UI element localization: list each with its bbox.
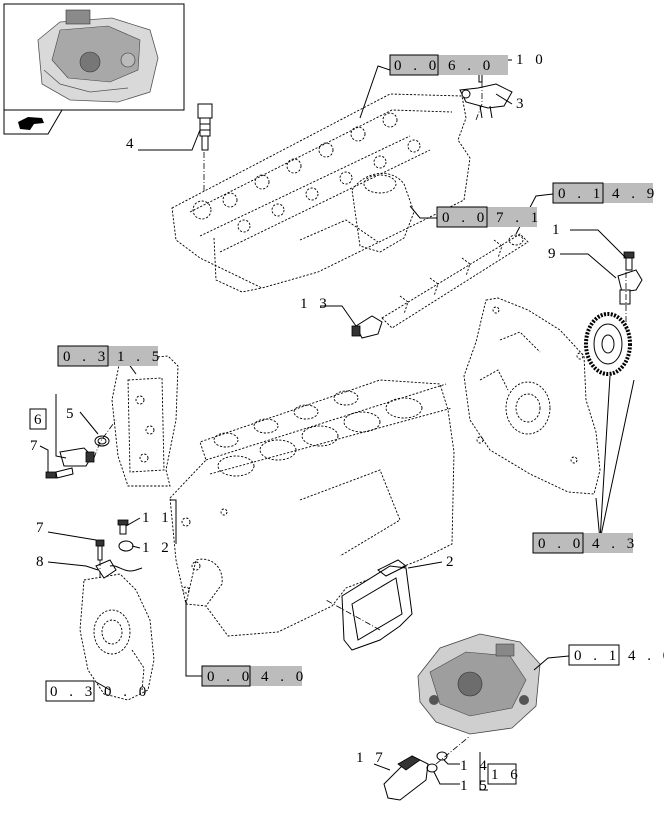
callout-17: 1 7 bbox=[356, 750, 387, 766]
cylinder-head bbox=[171, 93, 471, 293]
ref-0300[interactable]: 0 . 3 0 . 0 bbox=[45, 680, 150, 702]
callout-11: 1 1 bbox=[142, 510, 173, 526]
ref-0149[interactable]: 0 . 1 4 . 9 bbox=[552, 182, 658, 204]
ref-0315[interactable]: 0 . 3 1 . 5 bbox=[57, 345, 163, 367]
engine-thumbnail-icon bbox=[37, 9, 159, 103]
nav-tab[interactable] bbox=[3, 109, 63, 135]
callout-16: 1 6 bbox=[491, 767, 522, 783]
callout-10: 1 0 bbox=[516, 52, 547, 68]
injection-pump bbox=[417, 633, 541, 735]
tone-wheel bbox=[584, 312, 632, 376]
inset-panel bbox=[3, 3, 185, 135]
screw-7a bbox=[45, 467, 74, 479]
ref-0040[interactable]: 0 . 0 4 . 0 bbox=[201, 665, 307, 687]
sensor-4 bbox=[197, 103, 213, 151]
ref-label: 0 . 0 4 . 0 bbox=[207, 669, 307, 685]
callout-15: 1 5 bbox=[460, 778, 491, 794]
ecu-2 bbox=[341, 559, 413, 651]
ref-label: 0 . 1 4 . 0 bbox=[574, 648, 664, 664]
callout-6: 6 bbox=[34, 412, 46, 428]
callout-9: 9 bbox=[548, 246, 560, 262]
screw-11 bbox=[117, 519, 129, 535]
fuel-rail bbox=[381, 233, 529, 329]
callout-1: 1 bbox=[552, 222, 564, 238]
callout-14: 1 4 bbox=[460, 758, 491, 774]
ref-0060[interactable]: 0 . 0 6 . 0 bbox=[389, 54, 508, 76]
rail-pressure-sensor bbox=[351, 315, 383, 339]
screw-1 bbox=[623, 251, 635, 271]
callout-6-box bbox=[29, 408, 47, 430]
callout-7a: 7 bbox=[30, 438, 42, 454]
screw-7b bbox=[95, 539, 105, 561]
callout-8: 8 bbox=[36, 554, 48, 570]
seal-14 bbox=[436, 751, 448, 761]
o-ring-5 bbox=[94, 435, 110, 447]
callout-13: 1 3 bbox=[300, 296, 331, 312]
callouts: 1 0 3 4 1 9 1 3 5 6 7 7 8 1 1 1 2 2 1 7 … bbox=[30, 52, 564, 794]
ref-label: 0 . 1 4 . 9 bbox=[558, 186, 658, 202]
speed-sensor-9 bbox=[617, 269, 643, 305]
callout-7b: 7 bbox=[36, 520, 48, 536]
ref-0140[interactable]: 0 . 1 4 . 0 bbox=[568, 644, 664, 666]
oil-cooler-cover bbox=[111, 355, 179, 487]
sensor-8 bbox=[95, 559, 143, 579]
ref-label: 0 . 3 1 . 5 bbox=[63, 349, 163, 365]
oil-pump-housing bbox=[79, 573, 155, 701]
callout-4: 4 bbox=[126, 136, 138, 152]
sensor-12 bbox=[118, 540, 134, 552]
callout-5: 5 bbox=[66, 406, 78, 422]
callout-2: 2 bbox=[446, 554, 458, 570]
ref-label: 0 . 0 4 . 3 bbox=[538, 536, 638, 552]
timing-cover bbox=[463, 297, 601, 495]
seal-15 bbox=[426, 763, 438, 773]
ref-0071[interactable]: 0 . 0 7 . 1 bbox=[436, 206, 542, 228]
ref-label: 0 . 0 7 . 1 bbox=[442, 210, 542, 226]
solenoid-valve-17 bbox=[383, 755, 429, 801]
ref-label: 0 . 0 6 . 0 bbox=[394, 58, 494, 74]
callout-12: 1 2 bbox=[142, 540, 173, 556]
ref-label: 0 . 3 0 . 0 bbox=[50, 684, 150, 700]
engine-block bbox=[169, 379, 455, 637]
sensor-3 bbox=[459, 83, 513, 119]
assembly-lines bbox=[93, 82, 627, 765]
callout-16-box bbox=[487, 763, 517, 785]
callout-3: 3 bbox=[516, 96, 528, 112]
ref-0043[interactable]: 0 . 0 4 . 3 bbox=[532, 532, 638, 554]
sensor-6 bbox=[59, 447, 95, 467]
hand-pointer-icon[interactable] bbox=[18, 117, 44, 130]
